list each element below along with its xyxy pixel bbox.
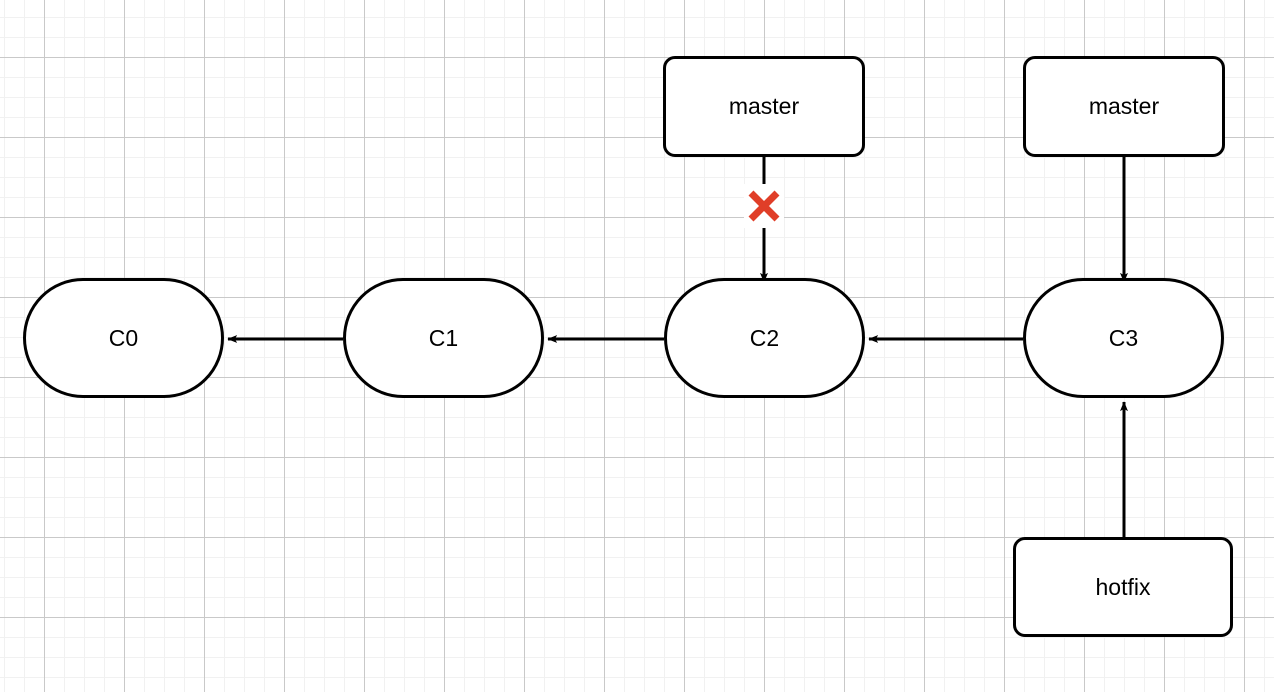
commit-label-c3: C3 [1108,324,1139,351]
commit-label-c0: C0 [108,324,139,351]
x-marker-icon [744,184,784,228]
branch-node-hotfix[interactable]: hotfix [1013,537,1233,637]
close-icon [748,190,780,222]
branch-label-hotfix: hotfix [1095,573,1151,600]
branch-node-master-new[interactable]: master [1023,56,1225,157]
commit-node-c1[interactable]: C1 [343,278,544,398]
branch-label-master-new: master [1088,93,1160,119]
commit-node-c3[interactable]: C3 [1023,278,1224,398]
branch-node-master-old[interactable]: master [663,56,865,157]
commit-node-c2[interactable]: C2 [664,278,865,398]
commit-label-c2: C2 [749,324,780,351]
branch-label-master-old: master [728,93,800,119]
commit-label-c1: C1 [428,324,459,351]
commit-node-c0[interactable]: C0 [23,278,224,398]
